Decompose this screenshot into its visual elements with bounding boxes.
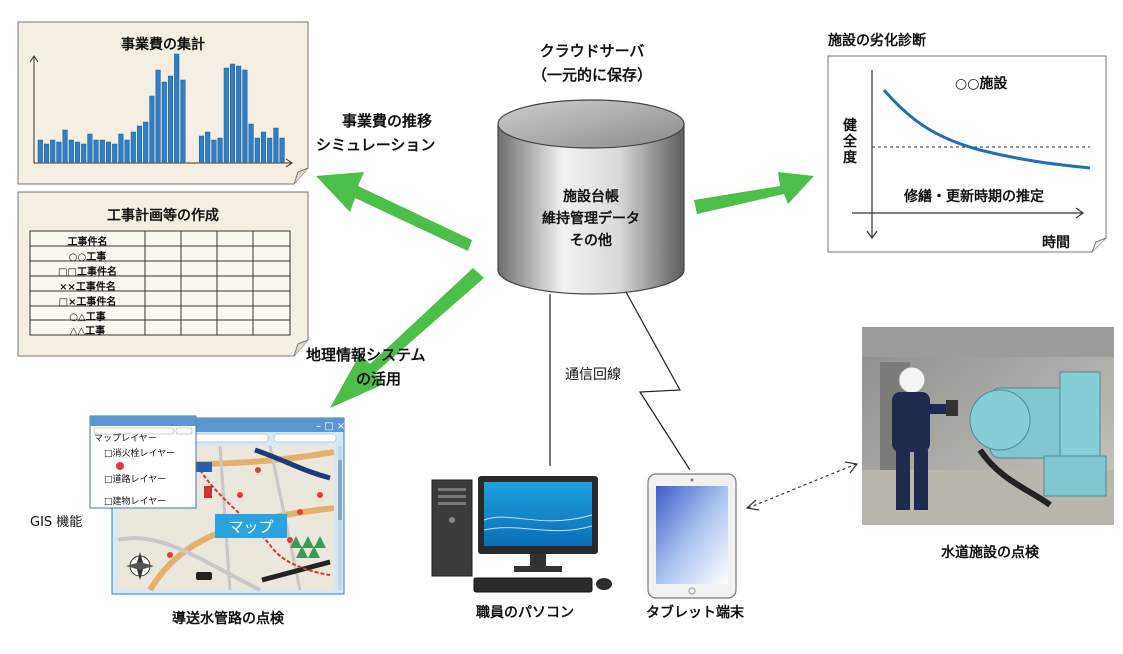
plan-panel-title: 工事計画等の作成: [107, 208, 219, 224]
cost-bar: [211, 139, 217, 163]
gis-feature-label: GIS 機能: [30, 515, 83, 530]
cost-bar: [37, 139, 43, 163]
cost-arrow-label-line2: シミュレーション: [316, 136, 436, 154]
cost-bar: [236, 65, 242, 163]
cost-bar: [112, 143, 118, 163]
cost-bar: [205, 131, 211, 163]
gis-arrow-label-line1: 地理情報システム: [306, 346, 426, 364]
cost-bar: [254, 137, 260, 163]
plan-row: ○△工事: [69, 312, 106, 323]
deterioration-x-axis-label: 時間: [1042, 235, 1070, 251]
cost-bar: [161, 81, 167, 163]
cost-bar: [279, 137, 285, 163]
plan-row: ××工事件名: [59, 282, 116, 293]
cost-bar: [248, 123, 254, 163]
cost-bar: [260, 131, 267, 163]
cloud-database: [497, 99, 685, 295]
cost-bar: [136, 125, 143, 163]
cost-bar: [87, 133, 93, 163]
deterioration-heading: 施設の劣化診断: [828, 33, 926, 49]
tablet-caption: タブレット端末: [646, 605, 744, 621]
cost-panel: [17, 21, 309, 185]
inspection-photo: [862, 327, 1114, 525]
plan-row: □×工事件名: [58, 297, 117, 308]
deterioration-chart: [827, 55, 1107, 253]
cost-bar: [93, 139, 99, 163]
cost-bar: [50, 139, 56, 163]
layer-item-building[interactable]: □建物レイヤー: [104, 497, 167, 507]
cost-bar: [217, 137, 223, 163]
desktop-pc: [431, 476, 612, 593]
svg-text:– □ ×: – □ ×: [316, 421, 345, 432]
cost-bar: [81, 143, 87, 163]
db-label-line3: その他: [570, 233, 612, 249]
tablet-connection-line: [625, 291, 691, 471]
pc-caption: 職員のパソコン: [476, 605, 574, 621]
cost-bar: [62, 129, 68, 163]
inspection-caption: 水道施設の点検: [941, 545, 1039, 561]
deterioration-curve-label: ○○施設: [955, 76, 1008, 92]
cost-bar: [43, 143, 50, 163]
cost-bar: [68, 139, 74, 163]
cloud-title-line2: （一元的に保存）: [531, 66, 652, 84]
gis-caption: 導送水管路の点検: [172, 611, 284, 627]
cost-bar: [99, 139, 105, 163]
arrow-to-gis: [330, 268, 484, 408]
plan-row: △△工事: [69, 326, 106, 337]
layer-panel-title: マップレイヤー: [94, 434, 157, 444]
plan-row: 工事件名: [67, 237, 108, 248]
plan-row: ○○工事: [68, 252, 107, 263]
cost-bar: [223, 67, 229, 163]
network-line-label: 通信回線: [565, 367, 621, 383]
cost-bar: [124, 139, 130, 163]
arrow-to-deterioration: [694, 172, 814, 214]
plan-panel: [17, 191, 309, 357]
cost-bar: [74, 141, 81, 163]
plan-row: □□工事件名: [58, 267, 117, 278]
cloud-title-line1: クラウドサーバ: [539, 42, 645, 60]
cost-bar: [143, 121, 149, 163]
db-label-line1: 施設台帳: [563, 189, 619, 205]
cost-bar: [56, 141, 62, 163]
deterioration-estimate-label: 修繕・更新時期の推定: [904, 189, 1044, 205]
cost-bar: [130, 131, 136, 163]
compass-icon: [126, 552, 154, 580]
tablet-device: [647, 473, 737, 599]
cost-bar: [180, 79, 186, 163]
map-label: マップ: [228, 518, 274, 536]
cost-bar: [149, 95, 155, 163]
cost-bar: [273, 127, 279, 163]
layer-panel[interactable]: [89, 415, 197, 509]
arrow-to-cost: [316, 172, 472, 251]
cost-bar: [242, 69, 248, 163]
gis-arrow-label-line2: の活用: [356, 370, 402, 388]
cost-arrow-label-line1: 事業費の推移: [342, 112, 433, 130]
cost-bar: [229, 63, 236, 163]
layer-item-road[interactable]: □道路レイヤー: [104, 475, 167, 485]
cost-bar: [267, 137, 273, 163]
cost-bar: [198, 135, 205, 163]
inspection-link-arrow: [745, 461, 859, 511]
cost-bars: [37, 53, 285, 163]
deterioration-y-axis-label: 健全度: [843, 118, 857, 166]
layer-item-hydrant[interactable]: □消火栓レイヤー: [104, 449, 176, 459]
cost-bar: [167, 75, 174, 163]
cost-bar: [118, 133, 124, 163]
db-label-line2: 維持管理データ: [542, 211, 640, 227]
cost-panel-title: 事業費の集計: [121, 37, 205, 53]
cost-bar: [174, 53, 180, 163]
cost-bar: [155, 69, 161, 163]
cost-bar: [105, 141, 112, 163]
